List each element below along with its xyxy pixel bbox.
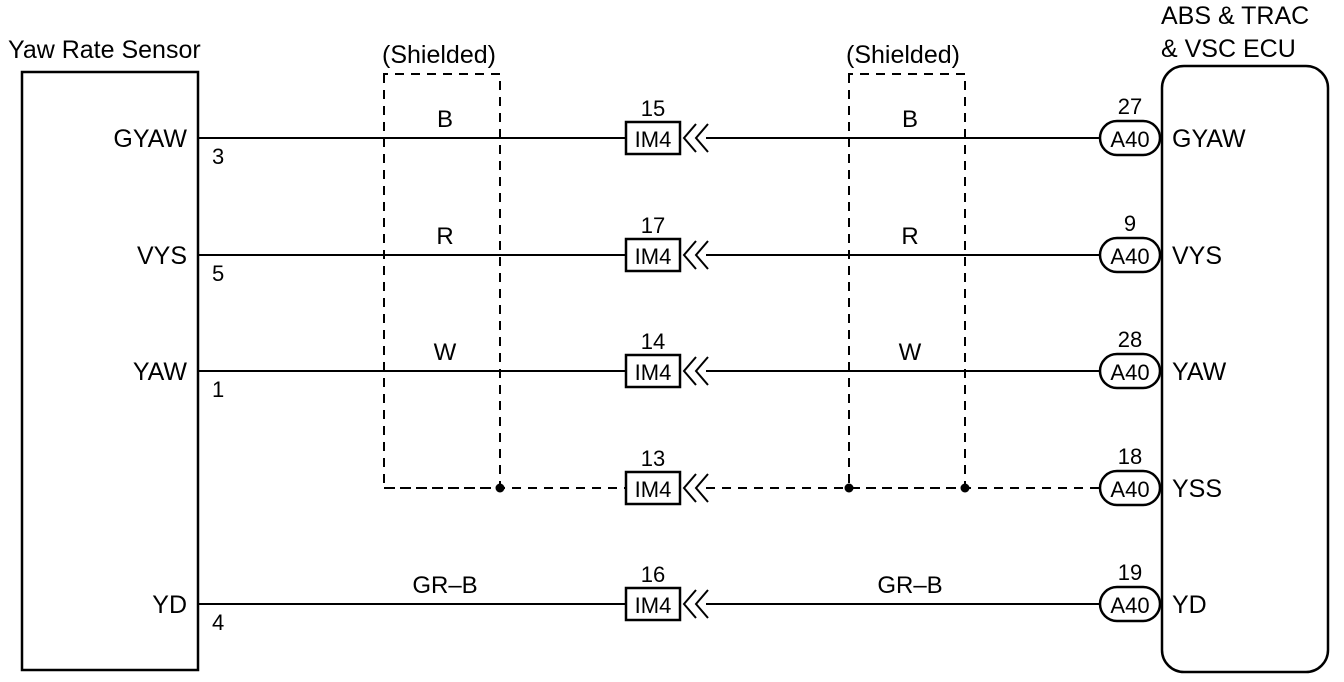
junction-pin-number: 16 <box>641 562 665 587</box>
ecu-connector-label: A40 <box>1110 593 1149 618</box>
junction-connector-box <box>624 353 682 389</box>
ecu-connector-label: A40 <box>1110 360 1149 385</box>
wire-color-left: W <box>434 339 457 366</box>
ecu-connector-oval <box>1098 469 1162 507</box>
junction-pin-number: 14 <box>641 329 665 354</box>
shield-junction-dot <box>495 483 505 493</box>
wire-color-right: GR–B <box>877 572 942 599</box>
shield-label-right: (Shielded) <box>846 41 960 69</box>
shield-label-left: (Shielded) <box>382 41 496 69</box>
ecu-box <box>1160 64 1330 674</box>
junction-pin-number: 17 <box>641 213 665 238</box>
ecu-title-line2: & VSC ECU <box>1161 35 1296 63</box>
ecu-terminal-label: YAW <box>1172 358 1227 386</box>
ecu-connector-oval <box>1098 119 1162 157</box>
wire-color-right: W <box>899 339 922 366</box>
connector-chevron-icon <box>682 473 709 503</box>
ecu-connector-label: A40 <box>1110 477 1149 502</box>
junction-connector-label: IM4 <box>635 593 672 618</box>
ecu-connector-oval <box>1098 236 1162 274</box>
sensor-terminal-label: VYS <box>137 242 187 270</box>
ecu-connector-label: A40 <box>1110 127 1149 152</box>
ecu-pin-number: 27 <box>1118 94 1142 119</box>
connector-chevron-icon <box>682 123 709 153</box>
wire-color-left: R <box>436 223 453 250</box>
ecu-terminal-label: VYS <box>1172 242 1222 270</box>
shield-outline-left <box>383 73 501 489</box>
sensor-pin-number: 3 <box>212 144 224 169</box>
shield-junction-dot <box>960 483 970 493</box>
connector-chevron-icon <box>682 589 709 619</box>
junction-connector-box <box>624 237 682 273</box>
junction-connector-label: IM4 <box>635 244 672 269</box>
junction-connector-box <box>624 586 682 622</box>
junction-connector-box <box>624 470 682 506</box>
sensor-terminal-label: YAW <box>133 358 188 386</box>
wire-color-left: B <box>437 106 453 133</box>
sensor-pin-number: 1 <box>212 377 224 402</box>
junction-pin-number: 15 <box>641 96 665 121</box>
junction-connector-label: IM4 <box>635 127 672 152</box>
ecu-terminal-label: GYAW <box>1172 125 1246 153</box>
ecu-pin-number: 18 <box>1118 444 1142 469</box>
wire-color-right: R <box>901 223 918 250</box>
connector-chevron-icon <box>682 356 709 386</box>
shield-junction-dot <box>844 483 854 493</box>
sensor-pin-number: 5 <box>212 261 224 286</box>
junction-connector-label: IM4 <box>635 477 672 502</box>
ecu-connector-label: A40 <box>1110 244 1149 269</box>
wire-color-right: B <box>902 106 918 133</box>
junction-pin-number: 13 <box>641 446 665 471</box>
ecu-connector-oval <box>1098 352 1162 390</box>
sensor-pin-number: 4 <box>212 610 224 635</box>
ecu-title-line1: ABS & TRAC <box>1161 2 1309 30</box>
ecu-terminal-label: YSS <box>1172 475 1222 503</box>
sensor-terminal-label: GYAW <box>113 125 187 153</box>
sensor-title: Yaw Rate Sensor <box>8 36 201 64</box>
junction-connector-label: IM4 <box>635 360 672 385</box>
ecu-pin-number: 9 <box>1124 211 1136 236</box>
shield-outline-right <box>848 73 966 489</box>
ecu-connector-oval <box>1098 585 1162 623</box>
junction-connector-box <box>624 120 682 156</box>
ecu-pin-number: 28 <box>1118 327 1142 352</box>
ecu-terminal-label: YD <box>1172 591 1207 619</box>
ecu-pin-number: 19 <box>1118 560 1142 585</box>
sensor-terminal-label: YD <box>152 591 187 619</box>
wire-color-left: GR–B <box>412 572 477 599</box>
connector-chevron-icon <box>682 240 709 270</box>
